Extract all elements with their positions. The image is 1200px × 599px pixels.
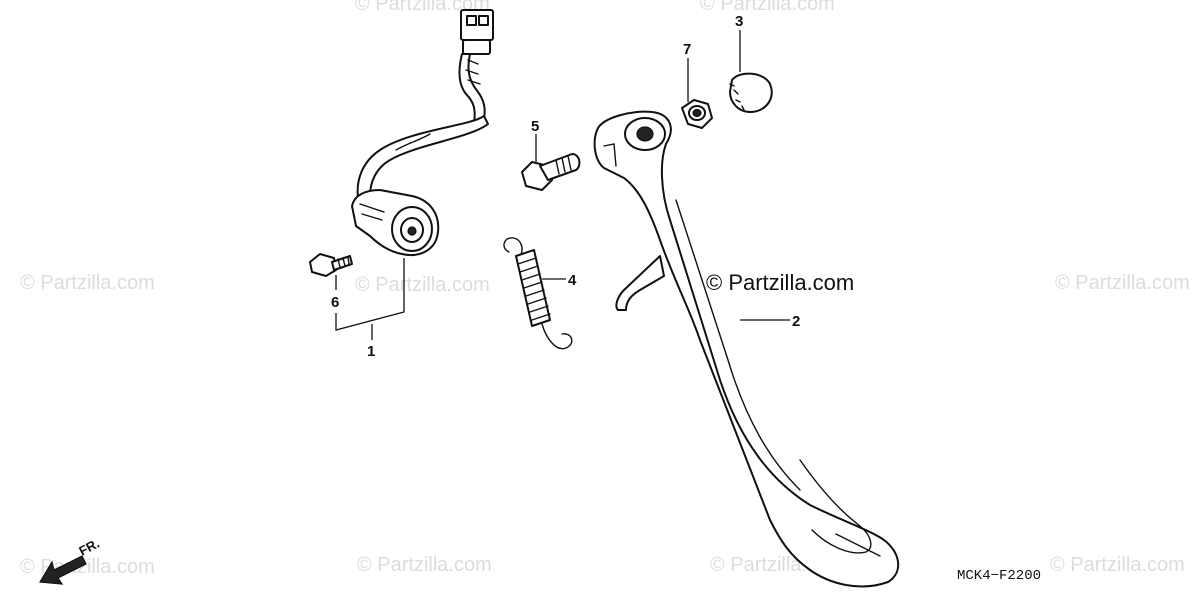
leader-lines xyxy=(335,30,790,340)
callout-1: 1 xyxy=(367,343,375,360)
callout-5: 5 xyxy=(531,118,539,135)
watermark-top-center: © Partzilla.com xyxy=(355,0,490,15)
pivot-nut[interactable] xyxy=(681,99,713,129)
side-stand[interactable] xyxy=(593,110,899,588)
watermark-bottom-left: © Partzilla.com xyxy=(20,556,155,578)
switch-bolt[interactable] xyxy=(309,253,353,277)
watermark-layer: © Partzilla.com © Partzilla.com © Partzi… xyxy=(20,0,1190,578)
pivot-cap[interactable] xyxy=(729,72,773,113)
callout-4: 4 xyxy=(568,272,577,289)
return-spring[interactable] xyxy=(503,237,573,350)
callout-3: 3 xyxy=(735,13,743,30)
callout-2: 2 xyxy=(792,313,800,330)
drawing-code: MCK4−F2200 xyxy=(957,568,1041,584)
watermark-left: © Partzilla.com xyxy=(20,272,155,294)
watermark-bottom-right: © Partzilla.com xyxy=(1050,554,1185,576)
callout-6: 6 xyxy=(331,294,339,311)
pivot-bolt[interactable] xyxy=(521,153,581,191)
watermark-top-right: © Partzilla.com xyxy=(700,0,835,15)
watermark-right: © Partzilla.com xyxy=(1055,272,1190,294)
watermark-center-left: © Partzilla.com xyxy=(355,274,490,296)
side-stand-switch[interactable] xyxy=(351,9,494,256)
watermark-bottom-center: © Partzilla.com xyxy=(357,554,492,576)
callout-7: 7 xyxy=(683,41,691,58)
watermark-main: © Partzilla.com xyxy=(706,270,854,295)
